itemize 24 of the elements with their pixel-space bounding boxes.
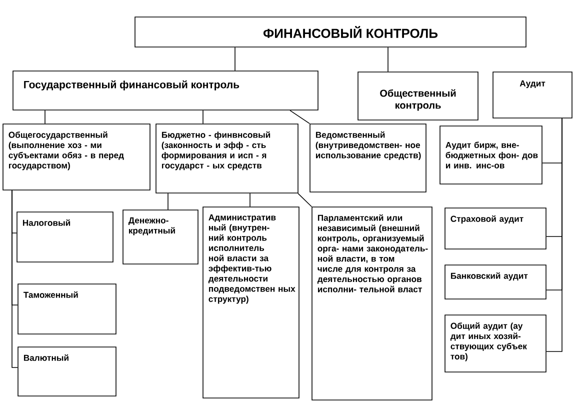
connector-line [12, 190, 18, 368]
category-box: Денежно- кредитный [122, 210, 198, 264]
category-box: ФИНАНСОВЫЙ КОНТРОЛЬ [134, 16, 526, 48]
category-box: Страховой аудит [444, 208, 546, 250]
category-box: Валютный [18, 346, 116, 396]
category-box: Таможенный [18, 284, 116, 334]
category-box: Общий аудит (ау дит иных хозяй- ствующих субъек тов) [444, 314, 546, 372]
category-box: Общественный контроль [358, 72, 478, 120]
connector-line [202, 110, 204, 124]
category-box: Бюджетно - финвнсовый (законность и эфф - сть формирования и исп - я государст - ых средств [156, 124, 298, 194]
category-box: Ведомственный (внутриведомствен- ное использование средств) [310, 124, 426, 192]
connector-line [298, 193, 312, 207]
category-box: Банковский аудит [444, 264, 546, 300]
category-box: Налоговый [16, 212, 114, 262]
category-box: Общегосударственный (выполнение хоз - ми субъектами обяз - в перед государством) [2, 124, 150, 190]
category-box: Парламентский или независимый (внешний контроль, организуемый орга- нами законодатель- ной власти, в том числе для контроля за деятельностью органов исполни- тельной власт [312, 206, 432, 400]
category-box: Аудит [492, 72, 572, 118]
connector-line [290, 110, 310, 124]
connector-line [44, 110, 46, 124]
connector-line [234, 47, 236, 71]
connector-line [546, 118, 562, 352]
category-box: Аудит бирж, вне- бюджетных фон- дов и инв. инс-ов [440, 126, 542, 184]
category-box: Государственный финансовый контроль [12, 70, 318, 110]
category-box: Административ ный (внутрен- ний контроль исполнитель ной власти за эффектив-тью деятельности подведомствен ных структур) [202, 206, 300, 398]
